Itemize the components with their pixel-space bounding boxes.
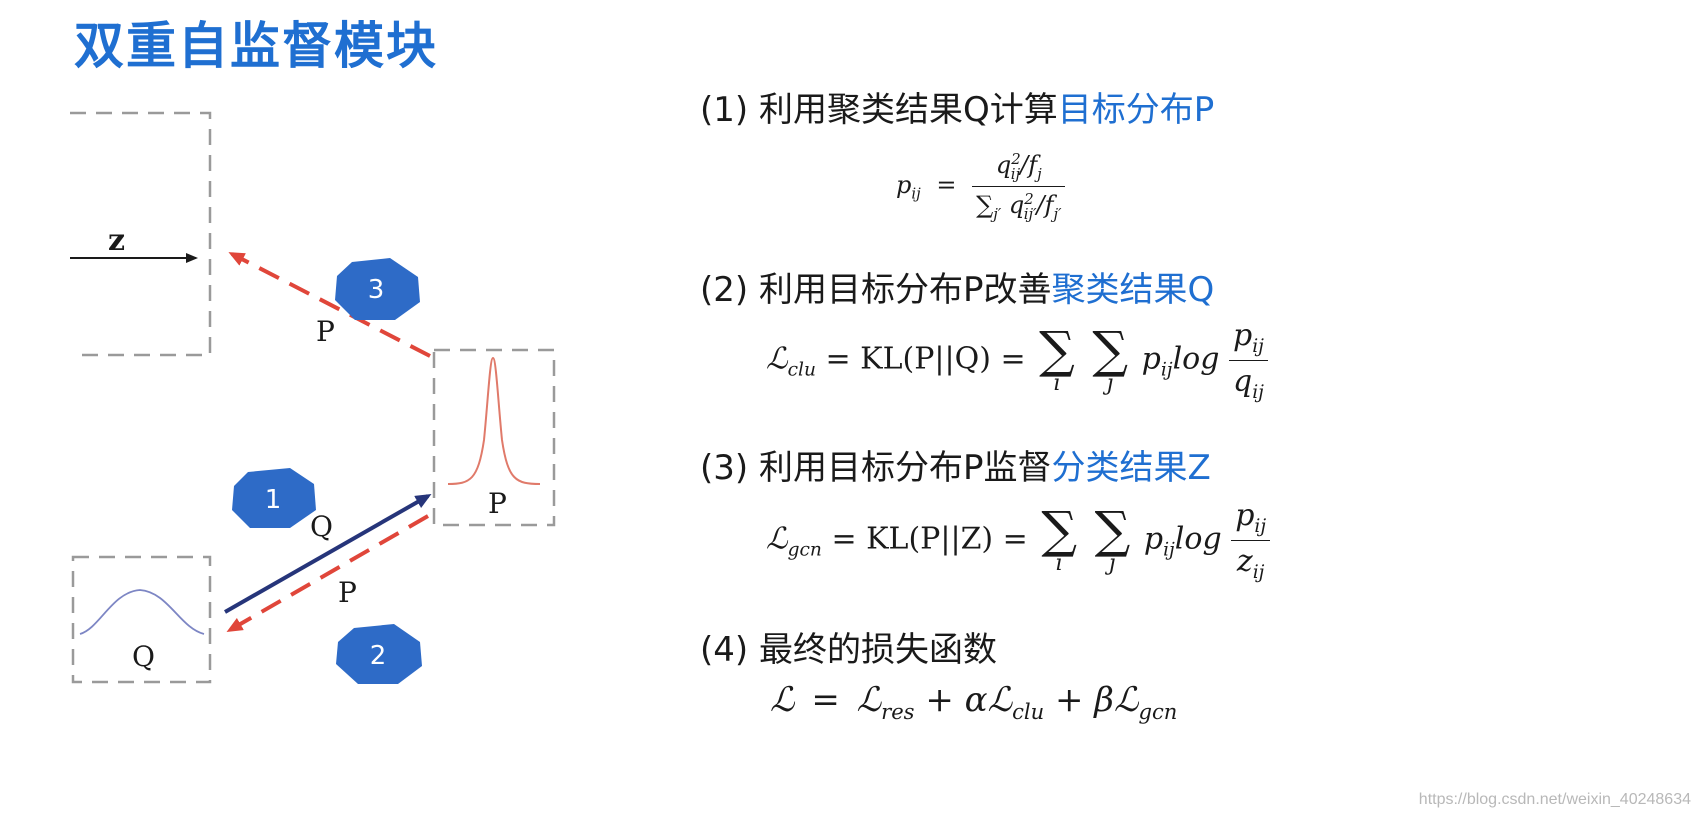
f3-mid: = KL(P||Z) = xyxy=(831,521,1028,557)
watermark: https://blog.csdn.net/weixin_40248634 xyxy=(1418,791,1691,808)
f4-t3: ℒ xyxy=(1113,680,1139,720)
q-wide-curve xyxy=(79,589,205,635)
step-4-prefix: (4) 最终的损失函数 xyxy=(700,630,997,670)
f1-lhs: p xyxy=(896,170,912,199)
f3-sum-i: ∑i xyxy=(1041,500,1078,576)
badge-1 xyxy=(232,468,316,528)
f2-body: p xyxy=(1141,341,1161,377)
step-3-accent: 分类结果Z xyxy=(1051,448,1211,488)
badge-3-label: 3 xyxy=(368,275,385,305)
p-box-label: P xyxy=(488,487,507,520)
f4-eq: = xyxy=(811,680,840,720)
f4-t2: ℒ xyxy=(987,680,1013,720)
badge-2-label: 2 xyxy=(370,641,387,671)
f1-lhs-sub: ij xyxy=(911,184,921,203)
f3-log: log xyxy=(1174,521,1222,557)
f1-fraction: q2ij/fj ∑j′ q2ij′/fj′ xyxy=(972,150,1066,223)
p-label-mid: P xyxy=(338,576,357,609)
slide-title: 双重自监督模块 xyxy=(74,17,438,75)
step-2-accent: 聚类结果Q xyxy=(1051,270,1215,310)
formula-clu-loss: ℒclu = KL(P||Q) = ∑i ∑j pijlog pij qij xyxy=(766,318,1268,403)
q-label-arrow: Q xyxy=(310,510,333,543)
p-to-q-arrow xyxy=(226,514,429,632)
formula-target-distribution: pij = q2ij/fj ∑j′ q2ij′/fj′ xyxy=(896,150,1066,223)
f4-plus2: + β xyxy=(1055,680,1114,720)
badge-3 xyxy=(335,258,420,320)
f2-lhs: ℒ xyxy=(766,341,788,377)
f4-t1: ℒ xyxy=(856,680,882,720)
f2-sum-i: ∑i xyxy=(1039,320,1075,396)
f3-lhs-sub: gcn xyxy=(787,539,822,561)
step-1: (1) 利用聚类结果Q计算目标分布P xyxy=(700,82,1214,131)
f3-fraction: pij zij xyxy=(1231,498,1271,583)
f4-t3-sub: gcn xyxy=(1138,698,1178,724)
f3-body: p xyxy=(1143,521,1164,557)
q-box-label: Q xyxy=(132,640,155,673)
formula-total-loss: ℒ = ℒres + αℒclu + βℒgcn xyxy=(770,680,1177,724)
step-1-accent: 目标分布P xyxy=(1057,90,1215,130)
f4-plus1: + α xyxy=(925,680,988,720)
f4-t2-sub: clu xyxy=(1012,698,1045,724)
f4-t1-sub: res xyxy=(881,698,915,724)
f3-sum-j: ∑j xyxy=(1094,500,1131,576)
p-label-top: P xyxy=(316,315,335,348)
formula-gcn-loss: ℒgcn = KL(P||Z) = ∑i ∑j pijlog pij zij xyxy=(766,498,1271,583)
z-label: z xyxy=(108,223,125,258)
p-to-z-arrow xyxy=(228,252,431,358)
step-3: (3) 利用目标分布P监督分类结果Z xyxy=(700,440,1211,489)
f2-log: log xyxy=(1172,341,1220,377)
f4-lhs: ℒ xyxy=(770,680,795,720)
f2-sum-j: ∑j xyxy=(1092,320,1129,396)
p-peak-curve xyxy=(447,356,541,485)
f2-fraction: pij qij xyxy=(1229,318,1268,403)
z-box xyxy=(70,111,212,357)
flow-diagram: z P 3 P 1 Q P 2 Q xyxy=(70,111,556,684)
f3-body-sub: ij xyxy=(1163,539,1175,561)
badge-1-label: 1 xyxy=(265,485,282,515)
step-2: (2) 利用目标分布P改善聚类结果Q xyxy=(700,262,1214,311)
step-4: (4) 最终的损失函数 xyxy=(700,622,997,671)
f1-eq: = xyxy=(936,170,957,199)
badge-2 xyxy=(336,624,422,684)
step-2-prefix: (2) 利用目标分布P改善 xyxy=(700,270,1052,310)
q-to-p-arrow xyxy=(224,494,432,614)
step-1-prefix: (1) 利用聚类结果Q计算 xyxy=(700,90,1058,130)
f2-mid: = KL(P||Q) = xyxy=(825,341,1026,377)
f3-lhs: ℒ xyxy=(766,521,788,557)
f2-body-sub: ij xyxy=(1160,359,1173,381)
p-box xyxy=(432,348,556,527)
step-3-prefix: (3) 利用目标分布P监督 xyxy=(700,448,1052,488)
f2-lhs-sub: clu xyxy=(787,359,816,381)
